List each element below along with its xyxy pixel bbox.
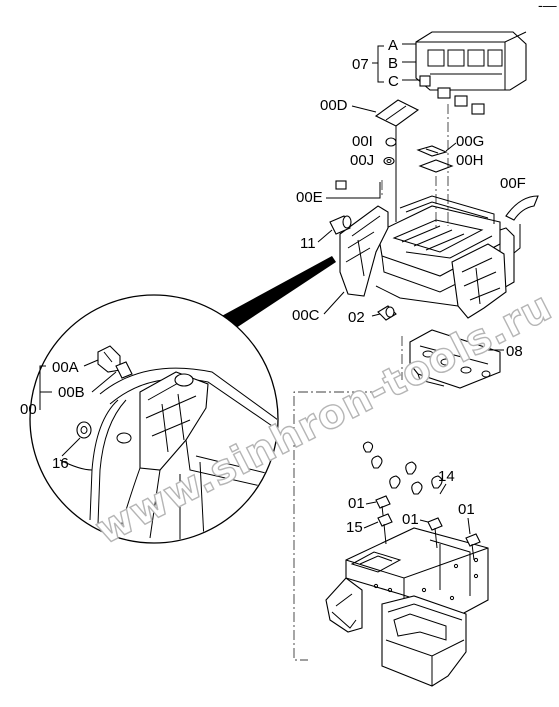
callout-01-middle: 01 — [402, 511, 419, 528]
callout-00G: 00G — [456, 133, 484, 150]
fuse-box-part — [415, 31, 527, 91]
bracket-08 — [409, 329, 501, 389]
bolt-15 — [377, 513, 393, 545]
callout-07-bracket — [372, 43, 420, 83]
callout-00H: 00H — [456, 152, 484, 169]
callout-00A: 00A — [52, 359, 79, 376]
callout-11: 11 — [300, 235, 316, 252]
detail-callout-bracket — [39, 359, 117, 457]
trim-00F — [505, 195, 539, 221]
magnifier-shadow-wedge — [218, 256, 336, 332]
callout-08: 08 — [506, 343, 523, 360]
label-plate-00H — [418, 159, 454, 173]
fuse-items — [419, 75, 485, 115]
part-02 — [377, 305, 397, 321]
callout-00J: 00J — [350, 152, 374, 169]
callout-07: 07 — [352, 56, 369, 73]
frame-assembly — [325, 527, 489, 687]
callout-01-right: 01 — [458, 501, 475, 518]
callout-14: 14 — [438, 468, 455, 485]
callout-00F: 00F — [500, 175, 526, 192]
callout-15: 15 — [346, 519, 363, 536]
callout-16: 16 — [52, 455, 69, 472]
bolt-01-left — [375, 495, 391, 525]
bolt-01-middle — [427, 517, 443, 549]
callout-00C: 00C — [292, 307, 320, 324]
washer-00J — [383, 156, 395, 166]
detail-view — [59, 367, 277, 541]
detail-part-16 — [76, 421, 92, 439]
callout-00B: 00B — [58, 384, 85, 401]
bolt-01-right — [465, 533, 481, 561]
callout-00E: 00E — [296, 189, 323, 206]
cap-00I — [385, 137, 397, 147]
detail-part-00B — [115, 361, 133, 379]
exploded-leader-lines — [293, 104, 449, 661]
callout-00D: 00D — [320, 97, 348, 114]
clips-group — [362, 441, 443, 495]
pad-00E — [335, 180, 347, 190]
callout-07B: B — [388, 55, 398, 72]
callout-01-left: 01 — [348, 495, 365, 512]
corner-mark: -— — [538, 0, 557, 13]
callout-02: 02 — [348, 309, 365, 326]
callout-07A: A — [388, 37, 398, 54]
part-11 — [329, 215, 352, 235]
callout-07C: C — [388, 73, 399, 90]
callout-00I: 00I — [352, 133, 373, 150]
callout-00: 00 — [20, 401, 37, 418]
cover-plate-00D — [374, 99, 420, 127]
console-assembly — [339, 195, 515, 319]
